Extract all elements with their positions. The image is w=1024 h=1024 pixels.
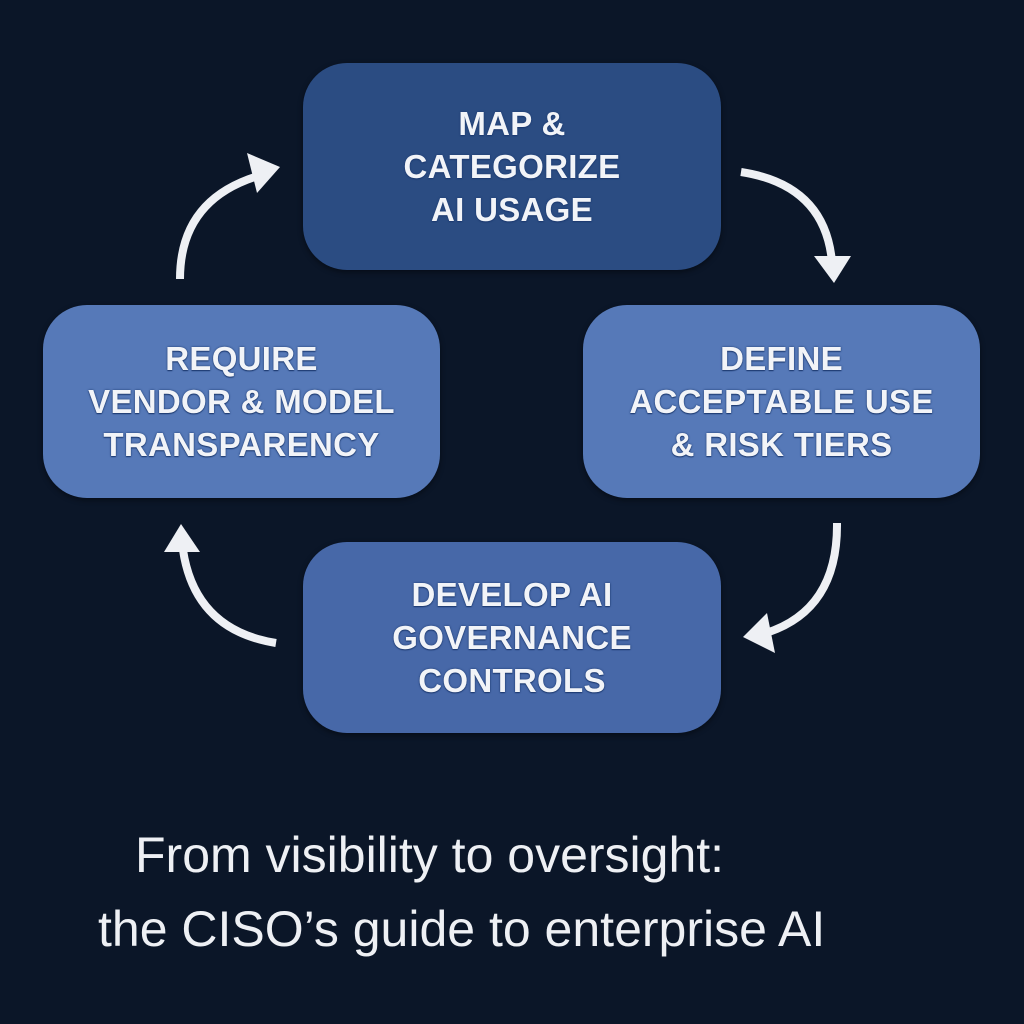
curved-arrow-icon [176, 153, 280, 280]
curved-arrow-icon [740, 168, 851, 283]
step-label: DEFINE ACCEPTABLE USE & RISK TIERS [629, 340, 934, 463]
step-develop-controls: DEVELOP AI GOVERNANCE CONTROLS [303, 542, 721, 733]
step-map-categorize: MAP & CATEGORIZE AI USAGE [303, 63, 721, 270]
curved-arrow-icon [743, 522, 842, 653]
caption-line-1: From visibility to oversight: [135, 827, 725, 883]
step-define-acceptable-use: DEFINE ACCEPTABLE USE & RISK TIERS [583, 305, 980, 498]
curved-arrow-icon [164, 524, 277, 647]
caption-line-2: the CISO’s guide to enterprise AI [98, 901, 826, 957]
step-label: REQUIRE VENDOR & MODEL TRANSPARENCY [88, 340, 395, 463]
step-label: DEVELOP AI GOVERNANCE CONTROLS [392, 576, 632, 699]
step-require-transparency: REQUIRE VENDOR & MODEL TRANSPARENCY [43, 305, 440, 498]
step-label: MAP & CATEGORIZE AI USAGE [403, 105, 621, 228]
